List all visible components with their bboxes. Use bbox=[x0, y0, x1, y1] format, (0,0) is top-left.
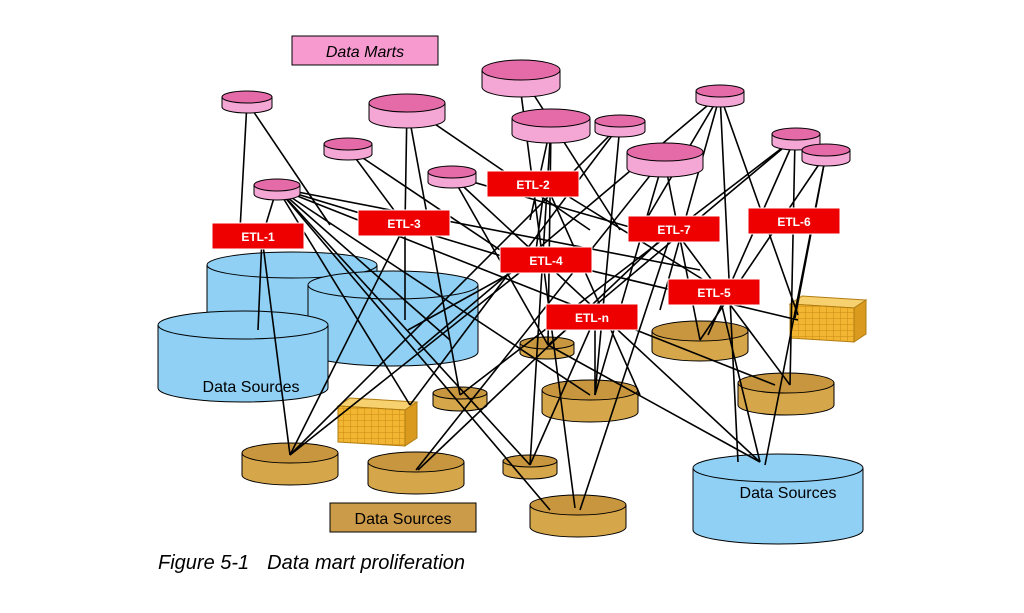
data-marts-group bbox=[221, 59, 851, 201]
blue-source-stack-front: Data Sources bbox=[157, 310, 329, 403]
large-source-label: Data Sources bbox=[203, 379, 300, 396]
etl-label: ETL-1 bbox=[241, 230, 275, 244]
legend-data-marts-label: Data Marts bbox=[326, 44, 404, 61]
etl-label: ETL-5 bbox=[697, 286, 731, 300]
connection-line bbox=[276, 187, 451, 341]
data-mart-9 bbox=[626, 142, 704, 178]
data-mart-2 bbox=[368, 93, 446, 129]
etl-box-etl-4: ETL-4 bbox=[499, 246, 593, 274]
data-mart-4 bbox=[253, 178, 301, 201]
data-mart-6 bbox=[481, 59, 561, 98]
etl-box-etl-3: ETL-3 bbox=[357, 209, 451, 237]
data-mart-10 bbox=[695, 84, 745, 108]
connection-line bbox=[415, 157, 665, 471]
gold-source-9 bbox=[529, 494, 627, 538]
connection-line bbox=[659, 94, 721, 311]
etl-box-etl-7: ETL-7 bbox=[627, 215, 721, 243]
data-mart-5 bbox=[427, 165, 477, 189]
gold-source-7 bbox=[367, 451, 465, 495]
connection-line bbox=[672, 227, 791, 386]
connection-line bbox=[246, 101, 331, 226]
connection-line bbox=[276, 187, 701, 271]
connection-line bbox=[719, 94, 799, 316]
etl-label: ETL-7 bbox=[657, 223, 691, 237]
etl-box-etl-n: ETL-n bbox=[545, 303, 639, 331]
connection-line bbox=[417, 227, 674, 471]
connection-line bbox=[529, 317, 596, 466]
connection-line bbox=[239, 101, 248, 231]
data-mart-12 bbox=[801, 143, 851, 167]
connection-line bbox=[594, 124, 621, 396]
figure-caption: Figure 5-1 Data mart proliferation bbox=[158, 552, 465, 575]
data-mart-7 bbox=[511, 108, 591, 144]
etl-box-etl-5: ETL-5 bbox=[667, 278, 761, 306]
connection-line bbox=[347, 147, 516, 261]
connection-line bbox=[276, 187, 551, 511]
connection-line bbox=[417, 94, 721, 351]
etl-label: ETL-n bbox=[575, 311, 609, 325]
right-source-label: Data Sources bbox=[740, 485, 837, 502]
etl-box-etl-2: ETL-2 bbox=[486, 170, 580, 198]
cube-right bbox=[788, 295, 868, 343]
data-mart-3 bbox=[323, 137, 373, 161]
connection-line bbox=[663, 157, 701, 341]
cube-left bbox=[336, 397, 419, 447]
connection-line bbox=[794, 153, 827, 319]
connection-line bbox=[459, 137, 796, 396]
connection-line bbox=[717, 289, 761, 463]
etl-label: ETL-4 bbox=[529, 254, 563, 268]
etl-box-etl-6: ETL-6 bbox=[747, 207, 841, 235]
connection-line bbox=[547, 344, 761, 463]
connection-line bbox=[544, 181, 641, 396]
gold-source-2 bbox=[651, 320, 749, 362]
legend-data-sources: Data Sources bbox=[329, 502, 477, 533]
connection-line bbox=[406, 104, 461, 396]
connection-line bbox=[257, 236, 263, 331]
etl-box-etl-1: ETL-1 bbox=[211, 222, 305, 250]
connection-line bbox=[276, 187, 531, 466]
connection-line bbox=[276, 187, 591, 396]
connection-line bbox=[289, 257, 539, 456]
legend-data-sources-label: Data Sources bbox=[355, 511, 452, 528]
etl-label: ETL-3 bbox=[387, 217, 421, 231]
etl-label: ETL-2 bbox=[516, 178, 550, 192]
connection-line bbox=[406, 104, 591, 231]
etl-label: ETL-6 bbox=[777, 215, 811, 229]
connection-line bbox=[699, 153, 827, 341]
figure-title: Data mart proliferation bbox=[267, 552, 466, 574]
data-mart-8 bbox=[594, 114, 646, 138]
blue-source-stack-right: Data Sources bbox=[692, 453, 864, 545]
connection-line bbox=[517, 69, 576, 509]
figure-number: Figure 5-1 bbox=[158, 552, 250, 574]
connection-line bbox=[789, 137, 796, 386]
connection-line bbox=[579, 227, 674, 511]
legend-data-marts: Data Marts bbox=[291, 35, 439, 66]
connection-line bbox=[289, 224, 406, 456]
data-mart-1 bbox=[221, 90, 273, 114]
connection-line bbox=[261, 236, 291, 456]
gold-source-5 bbox=[737, 372, 835, 416]
